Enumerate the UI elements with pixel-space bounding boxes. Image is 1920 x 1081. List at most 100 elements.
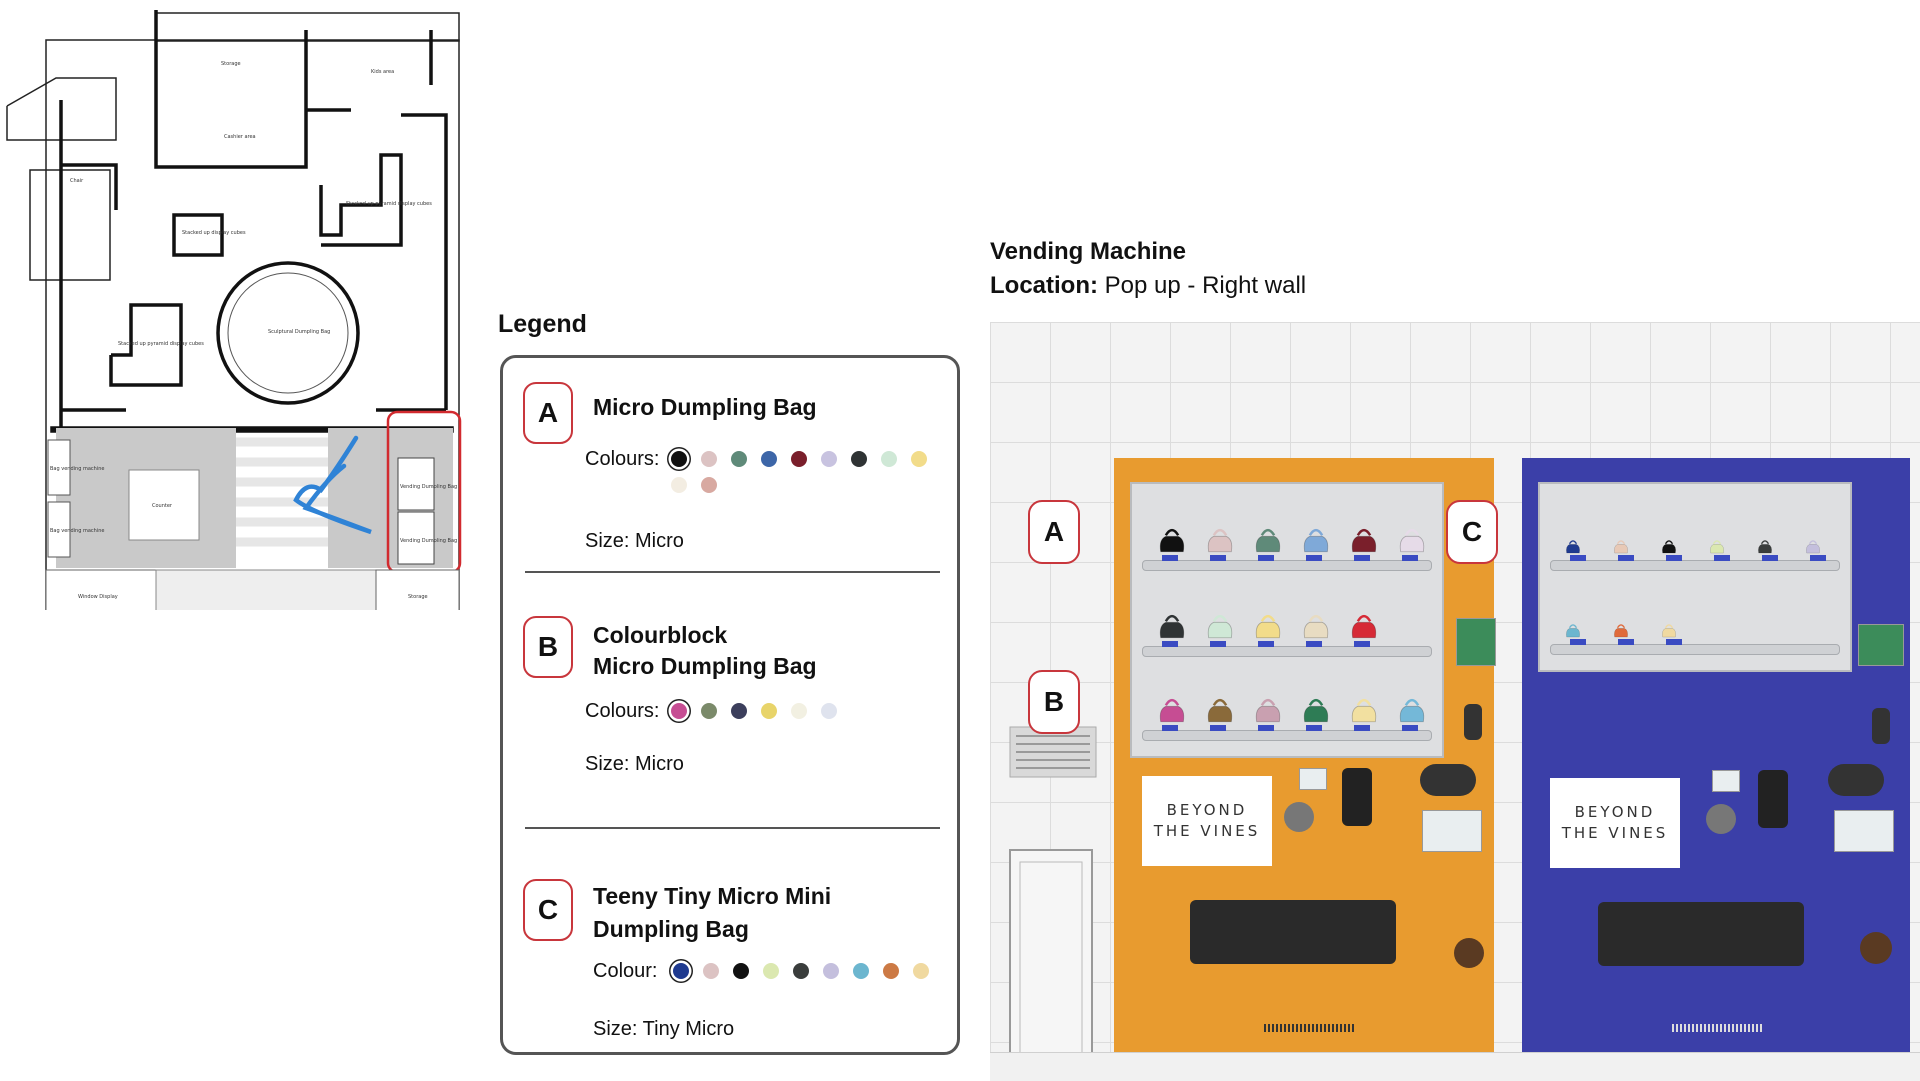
return-button <box>1454 938 1484 968</box>
price-tag <box>1162 725 1178 731</box>
bag-product <box>1660 622 1678 638</box>
colour-swatch <box>673 963 689 979</box>
colour-swatch <box>791 451 807 467</box>
colour-swatch <box>761 703 777 719</box>
bag-product <box>1348 611 1380 640</box>
location-label: Location: <box>990 272 1098 299</box>
bag-product <box>1204 611 1236 640</box>
product-outlet <box>1598 902 1804 966</box>
price-tag <box>1354 725 1370 731</box>
price-tag <box>1714 555 1730 561</box>
floor <box>990 1052 1920 1081</box>
legend-item-b: B <box>523 616 573 678</box>
colour-swatch <box>821 703 837 719</box>
bag-product <box>1348 525 1380 554</box>
price-tag <box>1210 641 1226 647</box>
card-reader <box>1342 768 1372 826</box>
price-tag <box>1162 641 1178 647</box>
room-label: Bag vending machine <box>50 528 104 534</box>
coin-insert <box>1464 704 1482 740</box>
bag-product <box>1708 538 1726 554</box>
price-tag <box>1354 555 1370 561</box>
bag-product <box>1300 611 1332 640</box>
price-tag <box>1162 555 1178 561</box>
badge-a: A <box>523 382 573 444</box>
return-button <box>1860 932 1892 964</box>
round-display <box>216 261 360 405</box>
legend-item-a: A <box>523 382 573 444</box>
bag-product <box>1300 695 1332 724</box>
size-label: Size: Tiny Micro <box>593 1018 735 1040</box>
price-tag <box>1306 641 1322 647</box>
bag-product <box>1300 525 1332 554</box>
callout-badge-c: C <box>1446 500 1498 564</box>
price-tag <box>1618 555 1634 561</box>
colour-swatch <box>793 963 809 979</box>
colour-swatch <box>791 703 807 719</box>
building-outline <box>45 39 460 610</box>
room-label: Storage <box>221 61 241 67</box>
colour-swatch <box>883 963 899 979</box>
price-tag <box>1210 555 1226 561</box>
item-name: Micro Dumpling Bag <box>593 653 817 679</box>
price-tag <box>1666 555 1682 561</box>
price-sticker <box>1299 768 1327 790</box>
colour-swatches <box>671 451 951 493</box>
callout-badge-a: A <box>1028 500 1080 564</box>
bag-product <box>1660 538 1678 554</box>
item-name: Micro Dumpling Bag <box>593 394 817 420</box>
size-label: Size: Micro <box>585 530 684 552</box>
colour-swatch <box>853 963 869 979</box>
price-tag <box>1810 555 1826 561</box>
eco-sticker <box>1456 618 1496 666</box>
display-window <box>1130 482 1444 758</box>
price-sticker <box>1712 770 1740 792</box>
room-label: Window Display <box>78 594 118 600</box>
colour-swatch <box>701 703 717 719</box>
bag-product <box>1564 538 1582 554</box>
coin-slot <box>1284 802 1314 832</box>
room-label: Storage <box>408 594 428 600</box>
room-label: Cashier area <box>224 134 256 140</box>
brand-logo: BEYOND THE VINES <box>1142 776 1272 866</box>
colour-swatch <box>731 451 747 467</box>
room-label: Vending Dumpling Bag <box>400 484 457 490</box>
price-tag <box>1306 555 1322 561</box>
legend-item-c: C <box>523 879 573 941</box>
room-label: Kids area <box>371 69 394 75</box>
instruction-sticker <box>1422 810 1482 852</box>
floor-plan: Storage Kids area Cashier area Chair Sta… <box>6 10 462 610</box>
colour-swatch <box>701 451 717 467</box>
price-tag <box>1258 725 1274 731</box>
price-tag <box>1570 639 1586 645</box>
colour-swatches <box>673 963 953 979</box>
bag-product <box>1252 525 1284 554</box>
price-tag <box>1666 639 1682 645</box>
bag-product <box>1204 525 1236 554</box>
bag-product <box>1564 622 1582 638</box>
bag-product <box>1756 538 1774 554</box>
vent-grill <box>1672 1024 1762 1032</box>
price-tag <box>1258 641 1274 647</box>
vending-scene: BEYOND THE VINES BEYOND THE VINES <box>990 322 1920 1081</box>
colours-label: Colour: <box>593 960 658 982</box>
coin-return <box>1420 764 1476 796</box>
price-tag <box>1306 725 1322 731</box>
bag-product <box>1252 695 1284 724</box>
size-label: Size: Micro <box>585 753 684 775</box>
price-tag <box>1618 639 1634 645</box>
instruction-sticker <box>1834 810 1894 852</box>
bag-product <box>1612 622 1630 638</box>
room-label: Sculptural Dumpling Bag <box>268 329 330 335</box>
customer-path <box>293 435 372 535</box>
colour-swatches <box>671 703 951 719</box>
colour-swatch <box>733 963 749 979</box>
room-label: Stacked up pyramid display cubes <box>118 341 204 347</box>
price-tag <box>1762 555 1778 561</box>
colour-swatch <box>671 477 687 493</box>
bag-product <box>1156 525 1188 554</box>
brand-logo: BEYOND THE VINES <box>1550 778 1680 868</box>
colour-swatch <box>761 451 777 467</box>
coin-slot <box>1706 804 1736 834</box>
bag-product <box>1252 611 1284 640</box>
